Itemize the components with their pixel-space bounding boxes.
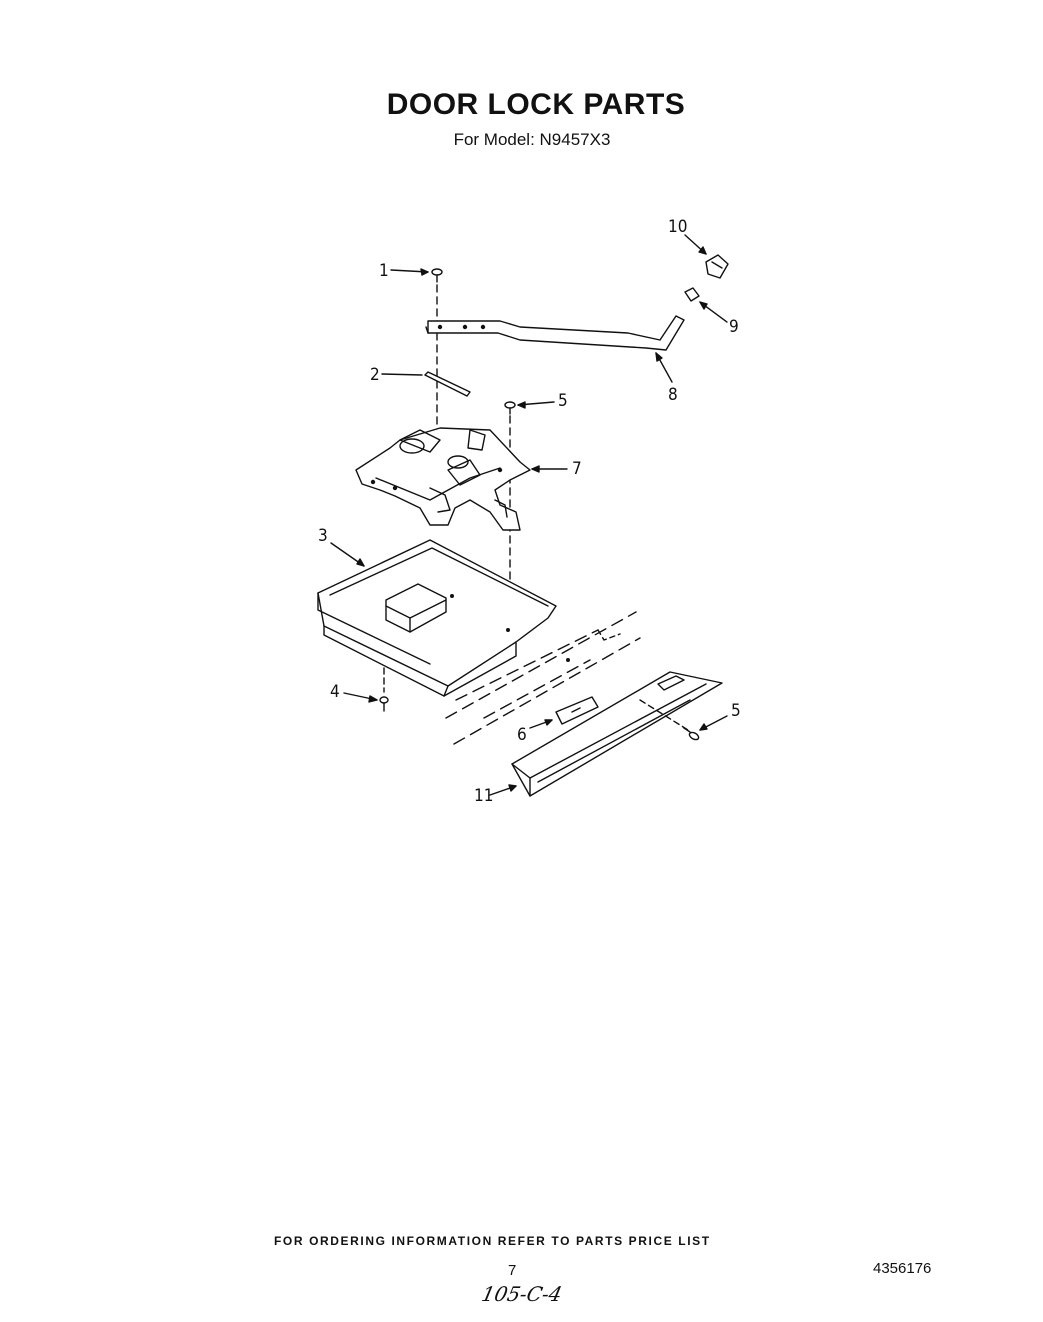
- door-frame-dashed-outline: [445, 611, 641, 745]
- callout-5b: 5: [731, 701, 741, 721]
- part-2-pin: [424, 371, 471, 397]
- part-8-lock-rod: [425, 315, 685, 351]
- assembly-guide-line: [639, 699, 689, 731]
- callout-9: 9: [729, 317, 739, 337]
- callout-2-arrow: [381, 373, 423, 376]
- part-7-lock-assembly: [355, 427, 531, 531]
- callout-11: 11: [474, 786, 493, 806]
- ordering-info-footer: FOR ORDERING INFORMATION REFER TO PARTS …: [274, 1234, 711, 1248]
- part-5-screw-lower: [683, 727, 700, 741]
- document-number: 4356176: [873, 1260, 932, 1277]
- page-number: 7: [508, 1262, 517, 1279]
- part-11-trim: [511, 671, 723, 797]
- callout-10: 10: [668, 217, 687, 237]
- part-10-knob: [705, 254, 729, 279]
- callout-3: 3: [318, 526, 328, 546]
- model-subtitle: For Model: N9457X3: [453, 130, 611, 149]
- callout-1: 1: [379, 261, 389, 281]
- callout-5a: 5: [558, 391, 568, 411]
- callout-7: 7: [572, 459, 582, 479]
- part-3-tray: [317, 539, 557, 697]
- part-5-screw-upper: [504, 401, 516, 415]
- page-title: DOOR LOCK PARTS: [386, 88, 686, 121]
- part-1-screw: [431, 268, 443, 283]
- callout-2: 2: [370, 365, 380, 385]
- part-9-sleeve: [684, 287, 700, 302]
- handwritten-note: 105-C-4: [479, 1282, 565, 1306]
- callout-8: 8: [668, 385, 678, 405]
- callout-6: 6: [517, 725, 527, 745]
- part-6-strike: [555, 696, 599, 725]
- part-4-screw: [379, 696, 389, 712]
- callout-4: 4: [330, 682, 340, 702]
